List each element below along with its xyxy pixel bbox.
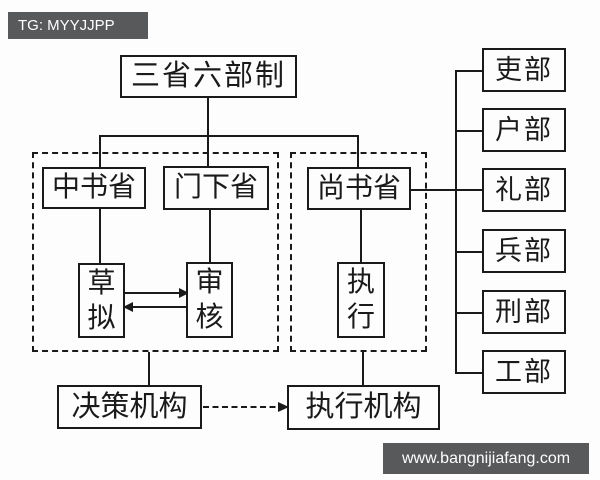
node-menxia-sheng: 门下省	[163, 166, 269, 210]
watermark-top-left: TG: MYYJJPP	[8, 12, 148, 39]
connector-stub-libu	[455, 70, 482, 72]
connector-stub-xingbu	[455, 312, 482, 314]
node-execution-organ: 执行机构	[287, 385, 440, 430]
node-shangshu-sheng: 尚书省	[307, 167, 411, 210]
connector-shangshu-execute	[360, 210, 362, 262]
node-draft: 草拟	[78, 263, 125, 338]
connector-shangshu-ministries	[411, 189, 482, 191]
node-ministry-revenue: 户部	[482, 108, 566, 152]
connector-drop-zhongshu	[99, 135, 101, 167]
node-ministry-war: 兵部	[482, 229, 566, 273]
node-execute: 执行	[337, 262, 385, 338]
connector-title-to-menxia	[207, 98, 209, 166]
arrow-review-to-draft	[123, 302, 187, 312]
decision-group-frame	[32, 152, 279, 352]
node-execute-label: 执行	[346, 267, 375, 333]
node-zhongshu-sheng: 中书省	[42, 167, 146, 209]
connector-drop-shangshu	[357, 135, 359, 167]
arrow-decision-to-execution	[203, 402, 289, 412]
connector-stub-hubu	[455, 130, 482, 132]
node-draft-label: 草拟	[87, 267, 116, 334]
node-ministry-personnel: 吏部	[482, 48, 566, 92]
node-review-label: 审核	[195, 267, 224, 333]
node-ministry-justice: 刑部	[482, 290, 566, 334]
node-ministry-works: 工部	[482, 350, 566, 394]
watermark-bottom-right: www.bangnijiafang.com	[383, 443, 589, 474]
node-review: 审核	[186, 262, 233, 338]
title-node: 三省六部制	[120, 55, 297, 98]
connector-group-decision	[148, 352, 150, 385]
node-decision-organ: 决策机构	[57, 385, 202, 429]
connector-menxia-review	[209, 210, 211, 262]
arrow-draft-to-review	[125, 288, 189, 298]
connector-zhongshu-draft	[99, 209, 101, 263]
node-ministry-rites: 礼部	[482, 168, 566, 212]
connector-stub-gongbu	[455, 372, 482, 374]
connector-ministries-spine	[455, 70, 457, 374]
connector-stub-bingbu	[455, 251, 482, 253]
connector-group-execution	[362, 352, 364, 385]
connector-branch-horizontal	[99, 135, 359, 137]
